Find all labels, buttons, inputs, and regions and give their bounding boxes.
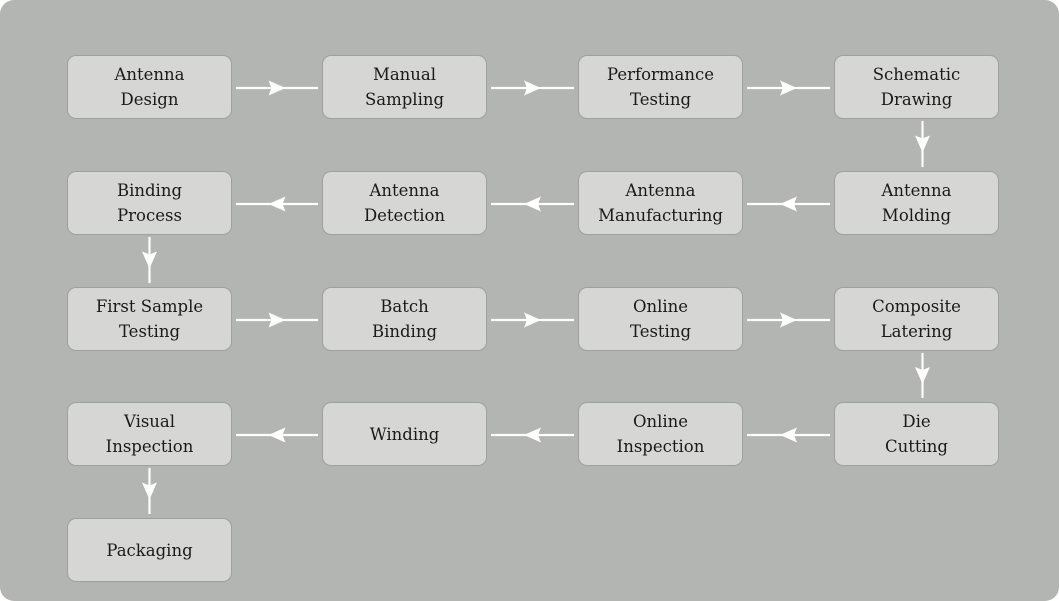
arrowhead — [915, 135, 930, 153]
arrow-die-cutting-to-online-inspection — [747, 427, 830, 443]
arrow-online-inspection-to-winding — [491, 427, 574, 443]
node-label: Antenna Design — [114, 65, 185, 109]
node-binding-process: Binding Process — [67, 171, 232, 235]
arrow-performance-testing-to-schematic-drawing — [747, 80, 830, 96]
node-performance-testing: Performance Testing — [578, 55, 743, 119]
node-batch-binding: Batch Binding — [322, 287, 487, 351]
node-composite-latering: Composite Latering — [834, 287, 999, 351]
node-label: Packaging — [106, 540, 193, 560]
arrow-manual-sampling-to-performance-testing — [491, 80, 574, 96]
arrow-first-sample-testing-to-batch-binding — [236, 312, 318, 328]
node-antenna-manufacturing: Antenna Manufacturing — [578, 171, 743, 235]
node-antenna-detection: Antenna Detection — [322, 171, 487, 235]
arrow-antenna-manufacturing-to-antenna-detection — [491, 196, 574, 212]
arrowhead — [524, 80, 541, 96]
node-winding: Winding — [322, 402, 487, 466]
node-label: Manual Sampling — [364, 65, 445, 109]
arrow-schematic-drawing-to-antenna-molding — [915, 121, 930, 167]
arrowhead — [142, 251, 157, 269]
node-label: Batch Binding — [371, 297, 438, 341]
node-label: Composite Latering — [872, 297, 961, 341]
arrow-antenna-detection-to-binding-process — [236, 196, 318, 212]
node-label: Antenna Manufacturing — [598, 181, 723, 225]
arrowhead — [268, 80, 286, 96]
node-label: Die Cutting — [885, 412, 948, 456]
arrowhead — [780, 196, 797, 212]
arrowhead — [268, 196, 286, 212]
node-packaging: Packaging — [67, 518, 232, 582]
arrowhead — [780, 80, 797, 96]
node-antenna-molding: Antenna Molding — [834, 171, 999, 235]
arrow-batch-binding-to-online-testing — [491, 312, 574, 328]
node-label: Binding Process — [116, 181, 183, 225]
arrowhead — [915, 367, 930, 384]
node-label: Online Inspection — [616, 412, 705, 456]
node-die-cutting: Die Cutting — [834, 402, 999, 466]
arrowhead — [268, 312, 286, 328]
arrow-binding-process-to-first-sample-testing — [142, 237, 157, 283]
node-schematic-drawing: Schematic Drawing — [834, 55, 999, 119]
node-online-testing: Online Testing — [578, 287, 743, 351]
arrow-antenna-design-to-manual-sampling — [236, 80, 318, 96]
arrow-winding-to-visual-inspection — [236, 427, 318, 443]
node-antenna-design: Antenna Design — [67, 55, 232, 119]
arrow-composite-latering-to-die-cutting — [915, 353, 930, 398]
node-label: First Sample Testing — [95, 297, 204, 341]
arrow-antenna-molding-to-antenna-manufacturing — [747, 196, 830, 212]
node-label: Schematic Drawing — [872, 65, 961, 109]
arrowhead — [780, 312, 797, 328]
arrowhead — [142, 482, 157, 500]
node-label: Winding — [369, 424, 440, 444]
arrowhead — [524, 312, 541, 328]
arrowhead — [524, 427, 541, 443]
arrow-online-testing-to-composite-latering — [747, 312, 830, 328]
node-label: Antenna Detection — [363, 181, 446, 225]
node-visual-inspection: Visual Inspection — [67, 402, 232, 466]
arrow-visual-inspection-to-packaging — [142, 468, 157, 514]
arrowhead — [524, 196, 541, 212]
node-label: Online Testing — [629, 297, 692, 341]
node-label: Performance Testing — [606, 65, 715, 109]
node-online-inspection: Online Inspection — [578, 402, 743, 466]
node-manual-sampling: Manual Sampling — [322, 55, 487, 119]
arrowhead — [780, 427, 797, 443]
node-label: Visual Inspection — [105, 412, 194, 456]
node-first-sample-testing: First Sample Testing — [67, 287, 232, 351]
node-label: Antenna Molding — [881, 181, 952, 225]
arrowhead — [268, 427, 286, 443]
